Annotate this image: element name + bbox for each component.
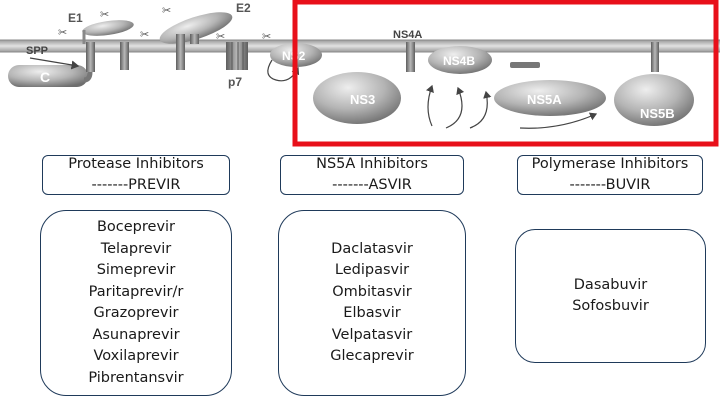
ns5a-suffix: -------ASVIR	[332, 177, 412, 193]
ns3-label: NS3	[350, 92, 375, 107]
drug-item: Simeprevir	[96, 262, 176, 278]
p7-label: p7	[228, 75, 242, 89]
drug-item: Pibrentansvir	[88, 369, 184, 386]
drug-item: Asunaprevir	[92, 326, 180, 343]
drug-item: Elbasvir	[343, 305, 401, 321]
svg-text:✂: ✂	[216, 31, 225, 43]
protease-inhibitors-header: Protease Inhibitors -------PREVIR	[42, 155, 230, 195]
ns4a-label: NS4A	[393, 29, 422, 41]
hcv-polyprotein-diagram: C SPP E1 E2 ✂ ✂ ✂ ✂ ✂ ✂ p7 NS2 NS3 NS4A …	[0, 0, 720, 147]
drug-item: Boceprevir	[96, 219, 176, 235]
drug-item: Daclatasvir	[331, 240, 413, 257]
processing-arrows	[426, 84, 598, 129]
svg-text:✂: ✂	[262, 31, 271, 43]
svg-text:✂: ✂	[162, 5, 171, 17]
ns5a-title: NS5A Inhibitors	[316, 156, 428, 172]
ns4b-shape	[428, 46, 492, 74]
svg-text:✂: ✂	[58, 27, 67, 39]
e1-shape	[82, 20, 134, 36]
protease-title: Protease Inhibitors	[68, 156, 204, 172]
e2-label: E2	[236, 1, 251, 15]
drug-item: Ledipasvir	[334, 262, 410, 278]
spp-arrow-icon	[29, 57, 80, 70]
scissors-icons: ✂ ✂ ✂ ✂ ✂ ✂	[58, 5, 271, 43]
drug-item: Voxilaprevir	[93, 348, 179, 364]
p7-shape	[226, 42, 248, 70]
drug-item: Sofosbuvir	[572, 298, 649, 314]
ns5b-anchor	[651, 42, 659, 72]
ns5b-label: NS5B	[640, 106, 675, 121]
svg-text:✂: ✂	[100, 9, 109, 21]
ns5a-label: NS5A	[527, 92, 562, 107]
polymerase-suffix: -------BUVIR	[569, 177, 651, 193]
drug-item: Ombitasvir	[332, 283, 412, 300]
er-membrane	[0, 40, 720, 52]
ns-proteins-highlight-box	[292, 0, 719, 147]
protease-drug-list: Boceprevir Telaprevir Simeprevir Paritap…	[40, 210, 232, 396]
drug-item: Velpatasvir	[331, 326, 413, 343]
ns5a-shape	[494, 80, 606, 116]
drug-item: Glecaprevir	[330, 348, 414, 364]
core-label: C	[40, 69, 50, 85]
svg-text:✂: ✂	[140, 29, 149, 41]
e1-label: E1	[68, 11, 83, 25]
ns3-shape	[313, 72, 401, 124]
ns5a-drug-list: Daclatasvir Ledipasvir Ombitasvir Elbasv…	[278, 210, 466, 396]
drug-item: Paritaprevir/r	[88, 283, 184, 300]
core-protein-shape	[8, 65, 88, 87]
spp-label: SPP	[26, 45, 48, 57]
drug-item: Grazoprevir	[93, 305, 179, 321]
drug-item: Telaprevir	[100, 240, 172, 257]
polymerase-drug-list: Dasabuvir Sofosbuvir	[515, 229, 706, 363]
ns4a-shape	[406, 42, 415, 72]
polymerase-title: Polymerase Inhibitors	[531, 156, 689, 172]
ns4b-label: NS4B	[443, 54, 475, 68]
drug-item: Dasabuvir	[573, 276, 648, 293]
polymerase-inhibitors-header: Polymerase Inhibitors -------BUVIR	[517, 155, 703, 195]
ns5b-shape	[614, 74, 694, 126]
ns5a-inhibitors-header: NS5A Inhibitors -------ASVIR	[280, 155, 464, 195]
protease-suffix: -------PREVIR	[91, 177, 181, 193]
